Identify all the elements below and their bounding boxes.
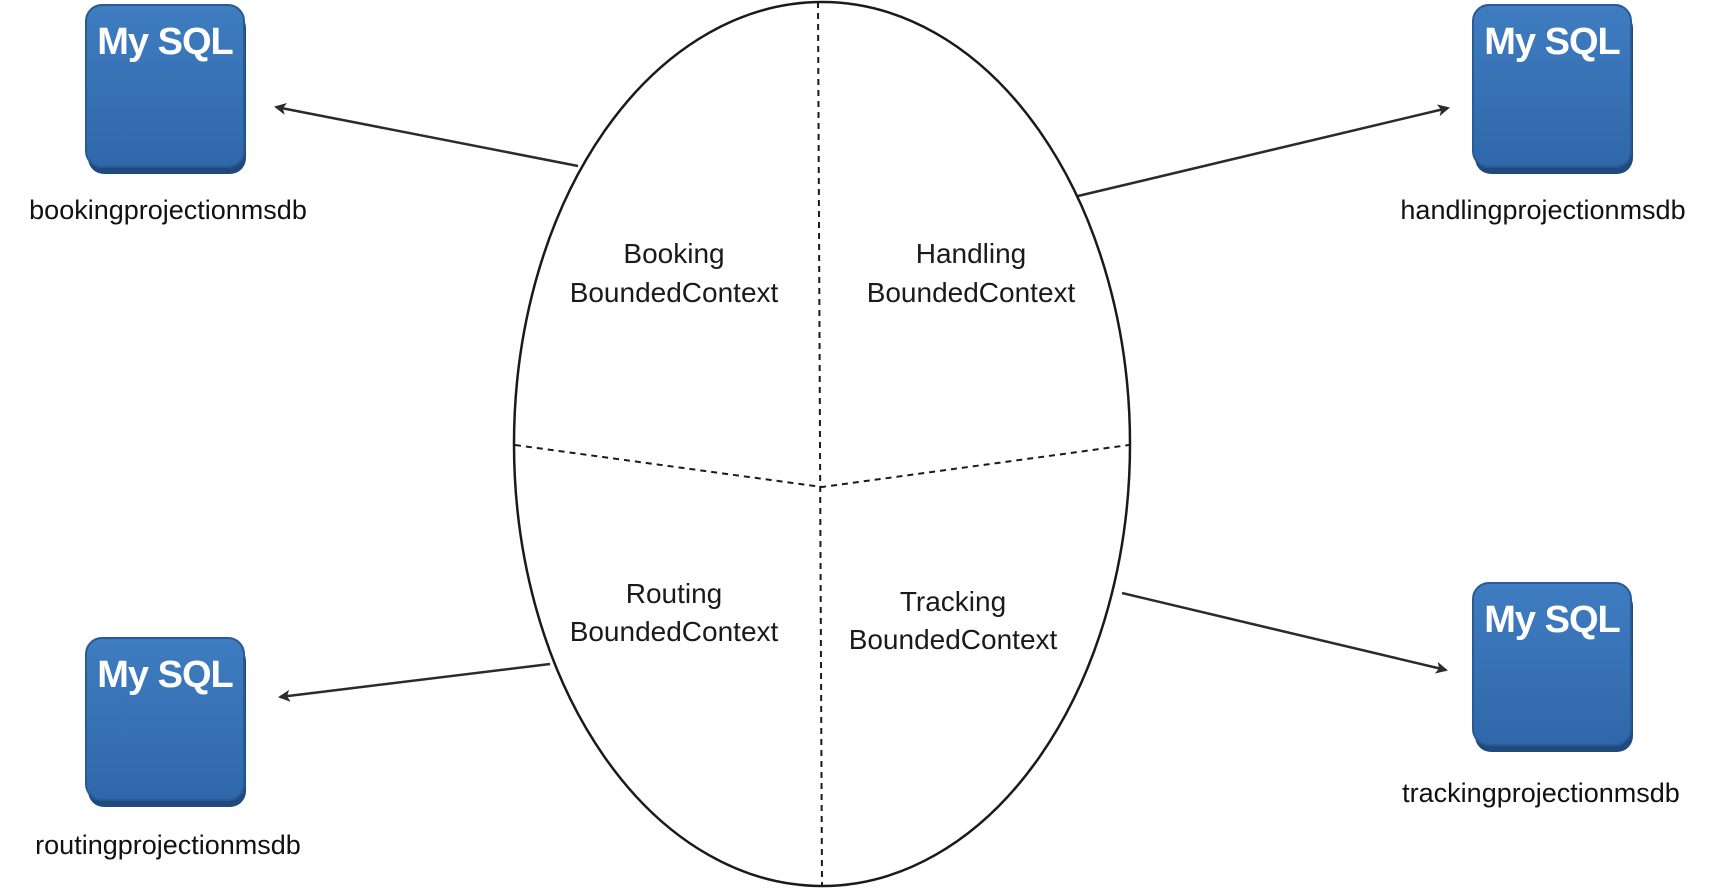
routing-context-type: BoundedContext: [570, 616, 779, 647]
handling-context-name: Handling: [916, 238, 1027, 269]
handling-context-type: BoundedContext: [867, 277, 1076, 308]
database-name: routingprojectionmsdb: [35, 830, 301, 860]
routing-database: My SQL routingprojectionmsdb: [35, 637, 301, 860]
tracking-arrow: [1121, 591, 1448, 674]
mysql-database-icon: [85, 637, 245, 801]
database-engine-label: My SQL: [97, 654, 233, 696]
booking-arrow: [274, 103, 579, 168]
booking-context-name: Booking: [623, 238, 724, 269]
tracking-context-name: Tracking: [900, 586, 1006, 617]
database-name: bookingprojectionmsdb: [29, 195, 307, 225]
tracking-context: Tracking BoundedContext: [849, 586, 1058, 655]
handling-arrow: [1077, 104, 1450, 198]
database-engine-label: My SQL: [1484, 21, 1620, 63]
routing-context-name: Routing: [626, 578, 723, 609]
handling-context: Handling BoundedContext: [867, 238, 1076, 308]
tracking-context-type: BoundedContext: [849, 624, 1058, 655]
mysql-database-icon: [1472, 4, 1632, 168]
handling-database: My SQL handlingprojectionmsdb: [1400, 4, 1686, 225]
database-name: trackingprojectionmsdb: [1402, 778, 1680, 808]
database-name: handlingprojectionmsdb: [1400, 195, 1685, 225]
database-engine-label: My SQL: [1484, 599, 1620, 641]
mysql-database-icon: [85, 4, 245, 168]
routing-arrow: [278, 662, 551, 702]
database-engine-label: My SQL: [97, 21, 233, 63]
booking-context-type: BoundedContext: [570, 277, 779, 308]
tracking-database: My SQL trackingprojectionmsdb: [1402, 582, 1680, 808]
booking-context: Booking BoundedContext: [570, 238, 779, 308]
booking-database: My SQL bookingprojectionmsdb: [29, 4, 307, 225]
routing-context: Routing BoundedContext: [570, 578, 779, 647]
mysql-database-icon: [1472, 582, 1632, 746]
vertical-divider: [817, 1, 823, 887]
horizontal-divider: [514, 444, 1130, 489]
